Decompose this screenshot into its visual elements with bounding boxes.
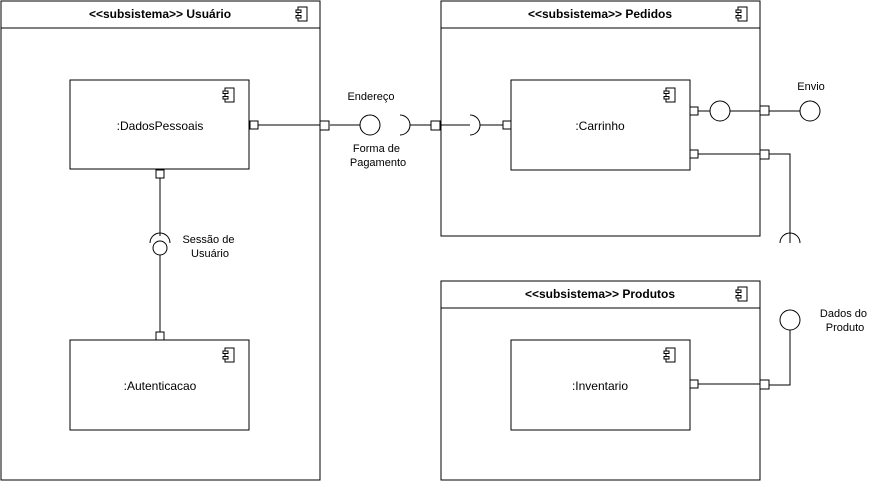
port: [249, 120, 259, 130]
interface-dados-produto-label: Dados do Produto: [820, 308, 870, 334]
interface-dados-produto-lollipop: [779, 309, 801, 331]
interface-envio-lollipop-inner: [709, 100, 731, 122]
subsystem-pedidos-title: <<subsistema>> Pedidos: [528, 7, 672, 21]
component-icon: [222, 87, 235, 103]
port: [759, 379, 770, 390]
port: [759, 149, 770, 160]
interface-endereco-lollipop: [359, 114, 381, 136]
port: [430, 120, 441, 131]
component-dados-pessoais[interactable]: :DadosPessoais: [69, 79, 250, 170]
component-dados-pessoais-label: :DadosPessoais: [117, 119, 204, 133]
port: [689, 379, 699, 389]
port: [689, 106, 699, 116]
interface-forma-pagamento-label: Forma de Pagamento: [350, 143, 406, 169]
port: [155, 169, 165, 179]
subsystem-produtos-title: <<subsistema>> Produtos: [525, 287, 675, 301]
port: [319, 120, 330, 131]
port: [155, 331, 165, 341]
interface-sessao-socket: [149, 232, 171, 244]
component-icon: [295, 6, 308, 22]
component-autenticacao[interactable]: :Autenticacao: [69, 339, 250, 431]
component-icon: [663, 347, 676, 363]
connector: [769, 153, 791, 243]
component-inventario-label: :Inventario: [572, 379, 628, 393]
interface-dados-produto-socket: [779, 232, 801, 244]
port: [759, 105, 770, 116]
component-icon: [663, 87, 676, 103]
connector: [769, 330, 791, 386]
port: [502, 120, 512, 130]
component-icon: [735, 286, 748, 302]
interface-forma-pagamento-socket: [399, 114, 411, 136]
component-autenticacao-label: :Autenticacao: [124, 379, 197, 393]
component-icon: [222, 347, 235, 363]
subsystem-usuario-title: <<subsistema>> Usuário: [89, 7, 231, 21]
component-icon: [735, 6, 748, 22]
interface-sessao-label: Sessão de Usuário: [182, 234, 237, 260]
component-inventario[interactable]: :Inventario: [510, 339, 691, 431]
interface-endereco-label: Endereço: [347, 91, 394, 103]
interface-sessao-lollipop: [152, 240, 168, 256]
component-carrinho-label: :Carrinho: [575, 119, 625, 133]
interface-envio-label: Envio: [797, 81, 825, 93]
component-carrinho[interactable]: :Carrinho: [510, 79, 691, 171]
interface-envio-lollipop: [799, 100, 821, 122]
port: [689, 149, 699, 159]
